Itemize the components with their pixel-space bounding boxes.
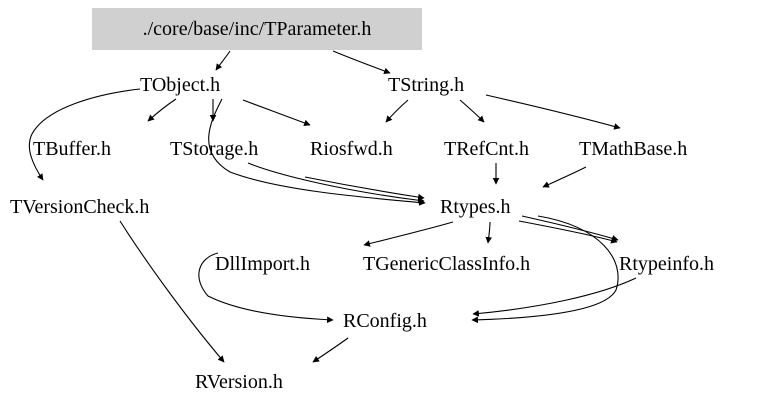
edge-rconfig-rversion (312, 337, 349, 363)
node-tstring[interactable]: TString.h (388, 74, 465, 96)
node-tgenericclassinfo[interactable]: TGenericClassInfo.h (363, 253, 531, 275)
node-tobject[interactable]: TObject.h (140, 74, 221, 96)
edge-tparameter-tobject (215, 50, 231, 71)
edge-rtypes-rtypeinfo (518, 220, 618, 244)
edge-dllimport-rconfig (198, 252, 334, 324)
node-rversion[interactable]: RVersion.h (195, 371, 283, 393)
node-tversioncheck[interactable]: TVersionCheck.h (10, 196, 150, 218)
edge-rtypeinfo-rconfig (472, 277, 637, 317)
edge-tobject-tversioncheck (28, 88, 141, 181)
edge-rtypes-dllimport (363, 221, 454, 247)
node-tstorage[interactable]: TStorage.h (170, 138, 259, 160)
edge-tstring-tmathbase (485, 94, 621, 130)
edge-tobject-riosfwd (242, 99, 311, 126)
node-rtypeinfo[interactable]: Rtypeinfo.h (619, 253, 714, 275)
root-node-tparameter[interactable]: ./core/base/inc/TParameter.h (92, 8, 422, 50)
node-rconfig[interactable]: RConfig.h (343, 310, 427, 332)
edge-rtypes-tgenericclassinfo (485, 221, 493, 244)
edge-rtypes-rconfig (471, 215, 619, 324)
edge-tstring-riosfwd (385, 99, 409, 123)
edge-tmathbase-rtypes (542, 166, 587, 188)
edge-tversioncheck-rversion (119, 220, 225, 363)
edge-riosfwd-rtypes (304, 176, 425, 201)
node-riosfwd[interactable]: Riosfwd.h (310, 138, 393, 160)
node-trefcnt[interactable]: TRefCnt.h (444, 138, 529, 160)
edge-tstorage-rtypes (247, 162, 425, 204)
edge-rtypes-rtypeinfo-2 (521, 215, 619, 242)
edge-tobject-rtypes (208, 98, 426, 206)
node-tbuffer[interactable]: TBuffer.h (33, 138, 111, 160)
edge-tparameter-tstring (332, 50, 391, 75)
node-dllimport[interactable]: DllImport.h (215, 253, 310, 275)
edge-tobject-tbuffer (147, 98, 177, 122)
edge-tstring-trefcnt (459, 99, 485, 123)
node-tmathbase[interactable]: TMathBase.h (579, 138, 688, 160)
node-rtypes[interactable]: Rtypes.h (440, 196, 511, 218)
